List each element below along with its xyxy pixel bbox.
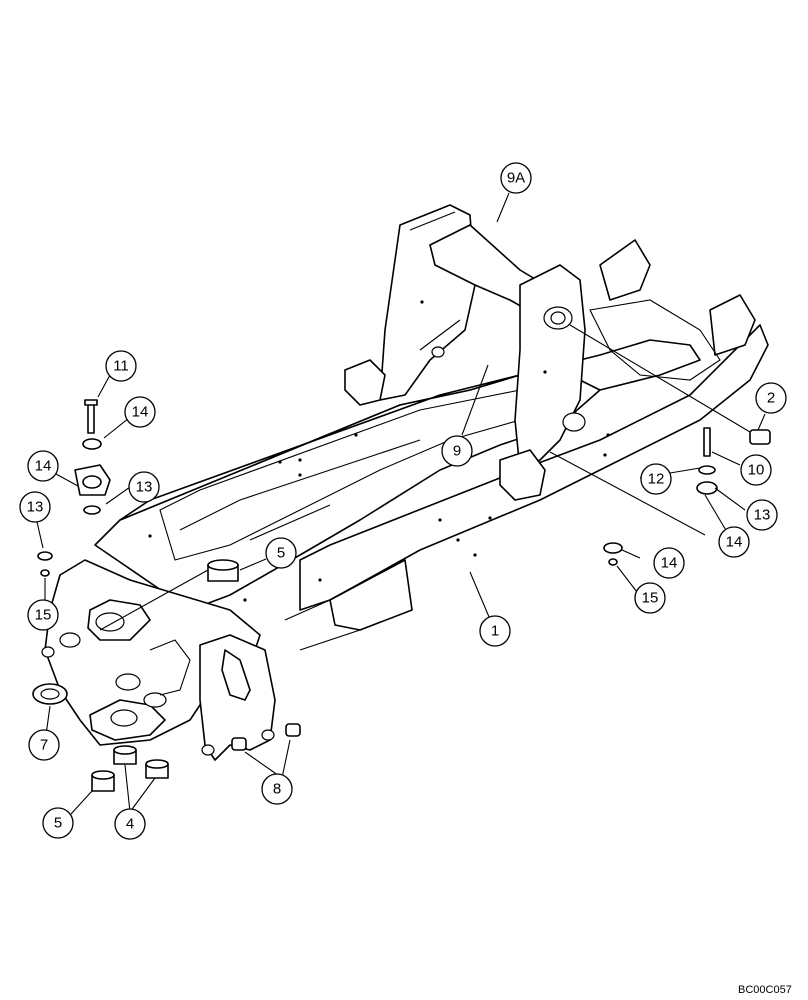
callout-14: 14 bbox=[27, 450, 59, 482]
callout-13: 13 bbox=[746, 499, 778, 531]
hardware-parts bbox=[32, 399, 771, 792]
callout-1: 1 bbox=[479, 615, 511, 647]
callout-label: 10 bbox=[748, 462, 765, 479]
callout-label: 1 bbox=[491, 623, 499, 640]
callout-15: 15 bbox=[634, 582, 666, 614]
callout-label: 14 bbox=[661, 555, 678, 572]
figure-code: BC00C057 bbox=[738, 984, 792, 996]
callout-label: 9 bbox=[453, 443, 461, 460]
leader-lines bbox=[36, 192, 766, 815]
callout-11: 11 bbox=[105, 350, 137, 382]
callout-14: 14 bbox=[718, 526, 750, 558]
callout-15: 15 bbox=[27, 599, 59, 631]
callout-label: 8 bbox=[273, 781, 281, 798]
callout-4: 4 bbox=[114, 808, 146, 840]
callout-7: 7 bbox=[28, 729, 60, 761]
main-frame-assembly bbox=[41, 204, 769, 761]
callout-label: 14 bbox=[35, 458, 52, 475]
callout-label: 4 bbox=[126, 816, 134, 833]
callout-label: 12 bbox=[648, 471, 665, 488]
callout-label: 2 bbox=[767, 390, 775, 407]
callout-label: 14 bbox=[132, 404, 149, 421]
callout-9A: 9A bbox=[500, 162, 532, 194]
callout-10: 10 bbox=[740, 454, 772, 486]
callout-2: 2 bbox=[755, 382, 787, 414]
callout-label: 13 bbox=[754, 507, 771, 524]
callout-13: 13 bbox=[128, 471, 160, 503]
callout-label: 11 bbox=[113, 358, 129, 375]
callout-label: 5 bbox=[54, 815, 62, 832]
callout-14: 14 bbox=[653, 547, 685, 579]
callout-label: 14 bbox=[726, 534, 743, 551]
callout-13: 13 bbox=[19, 491, 51, 523]
callout-9: 9 bbox=[441, 435, 473, 467]
callout-label: 15 bbox=[35, 607, 52, 624]
callout-5: 5 bbox=[42, 807, 74, 839]
callout-label: 13 bbox=[27, 499, 44, 516]
callout-label: 13 bbox=[136, 479, 153, 496]
callout-14: 14 bbox=[124, 396, 156, 428]
callout-label: 9A bbox=[507, 170, 525, 187]
callout-5: 5 bbox=[265, 537, 297, 569]
callout-8: 8 bbox=[261, 773, 293, 805]
callout-label: 15 bbox=[642, 590, 659, 607]
callout-label: 5 bbox=[277, 545, 285, 562]
callout-label: 7 bbox=[40, 737, 48, 754]
callout-12: 12 bbox=[640, 463, 672, 495]
